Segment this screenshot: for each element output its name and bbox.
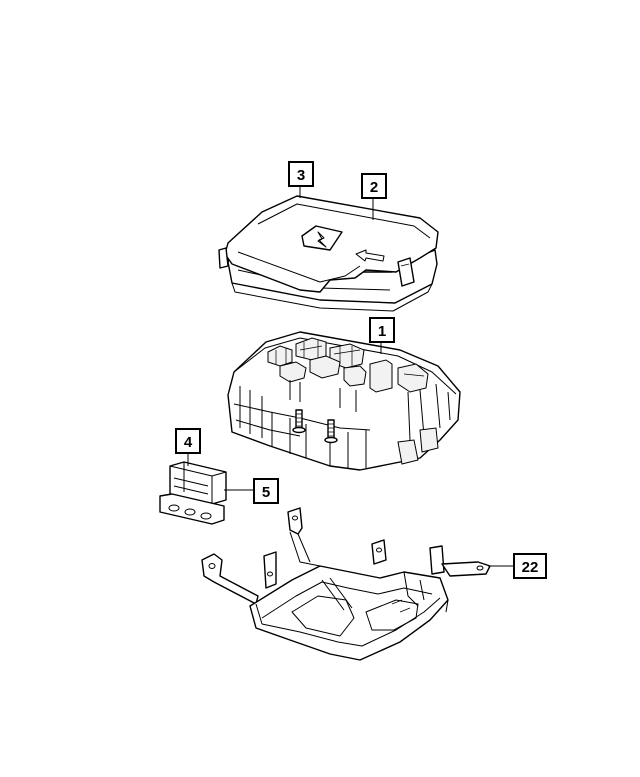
lightning-bolt-icon (301, 225, 343, 251)
callout-5: 5 (253, 478, 279, 504)
bus-bar (159, 461, 227, 525)
callout-label: 3 (297, 167, 305, 184)
callout-1: 1 (369, 317, 395, 343)
stud-right (324, 419, 338, 444)
callout-2: 2 (361, 173, 387, 199)
mounting-bracket (201, 507, 491, 661)
leader-lines (187, 186, 514, 567)
terminal-holes (168, 504, 212, 520)
callout-label: 4 (184, 434, 193, 451)
fuse-box-body (227, 331, 461, 471)
callout-label: 1 (378, 323, 386, 340)
callout-3: 3 (288, 161, 314, 187)
callout-4: 4 (175, 428, 201, 454)
stud-left (292, 409, 306, 434)
arrow-icon (355, 249, 385, 262)
callout-label: 5 (262, 484, 270, 501)
callout-label: 22 (522, 559, 539, 576)
callout-22: 22 (513, 553, 547, 579)
fuse-box-cover (218, 195, 439, 312)
callout-label: 2 (370, 179, 378, 196)
